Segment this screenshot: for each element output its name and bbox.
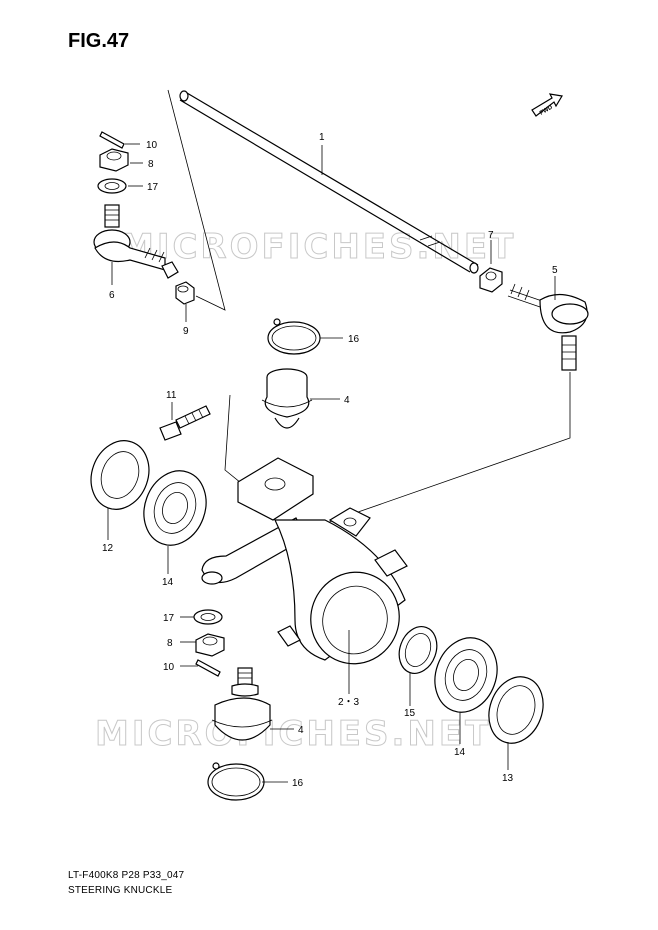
circlip-bottom xyxy=(207,762,265,801)
oil-seal-left xyxy=(90,440,150,510)
callout-8-top: 8 xyxy=(148,159,154,170)
ball-joint-bottom xyxy=(211,667,273,741)
callout-14-right: 14 xyxy=(454,747,466,758)
tie-rod xyxy=(179,90,479,274)
bearing-right xyxy=(434,637,498,713)
callout-17-top: 17 xyxy=(147,182,159,193)
callout-4-top: 4 xyxy=(344,395,350,406)
footer-code: LT-F400K8 P28 P33_047 xyxy=(68,870,185,881)
nut-7 xyxy=(479,267,503,293)
callout-16-top: 16 xyxy=(348,334,360,345)
bolt-11 xyxy=(159,405,211,441)
callout-11: 11 xyxy=(166,390,177,401)
tie-rod-end-right xyxy=(507,283,589,371)
callout-9: 9 xyxy=(183,326,189,337)
castle-nut-bottom xyxy=(195,633,225,657)
callout-2-3: 2・3 xyxy=(338,697,360,708)
callout-17-bottom: 17 xyxy=(163,613,175,624)
callout-4-bottom: 4 xyxy=(298,725,304,736)
circlip-top xyxy=(267,318,321,355)
cotter-pin-top xyxy=(99,131,125,149)
callout-7: 7 xyxy=(488,230,494,241)
ball-joint-top xyxy=(261,368,313,429)
washer-top xyxy=(97,178,127,194)
watermark-top: MICROFICHES.NET xyxy=(120,227,516,267)
cotter-pin-bottom xyxy=(195,659,221,677)
callout-15: 15 xyxy=(404,708,416,719)
callout-16-bottom: 16 xyxy=(292,778,304,789)
callout-6: 6 xyxy=(109,290,115,301)
callout-1: 1 xyxy=(319,132,325,143)
steering-knuckle xyxy=(201,457,408,665)
callout-8-bottom: 8 xyxy=(167,638,173,649)
nut-9 xyxy=(175,281,195,305)
callout-10-bottom: 10 xyxy=(163,662,175,673)
leader-lines xyxy=(107,143,556,783)
tie-rod-end-left xyxy=(93,204,179,279)
callout-12: 12 xyxy=(102,543,114,554)
bearing-left xyxy=(143,470,207,546)
fwd-arrow-icon: FWD xyxy=(531,93,563,117)
watermark-bottom: MICROFICHES.NET xyxy=(95,714,491,754)
castle-nut-top xyxy=(99,148,129,172)
oil-seal-right xyxy=(488,676,544,744)
callout-10-top: 10 xyxy=(146,140,158,151)
figure-title: FIG.47 xyxy=(68,30,130,52)
callout-14-left: 14 xyxy=(162,577,174,588)
callout-13: 13 xyxy=(502,773,514,784)
footer-name: STEERING KNUCKLE xyxy=(68,885,173,896)
washer-bottom xyxy=(193,609,223,625)
callout-5: 5 xyxy=(552,265,558,276)
